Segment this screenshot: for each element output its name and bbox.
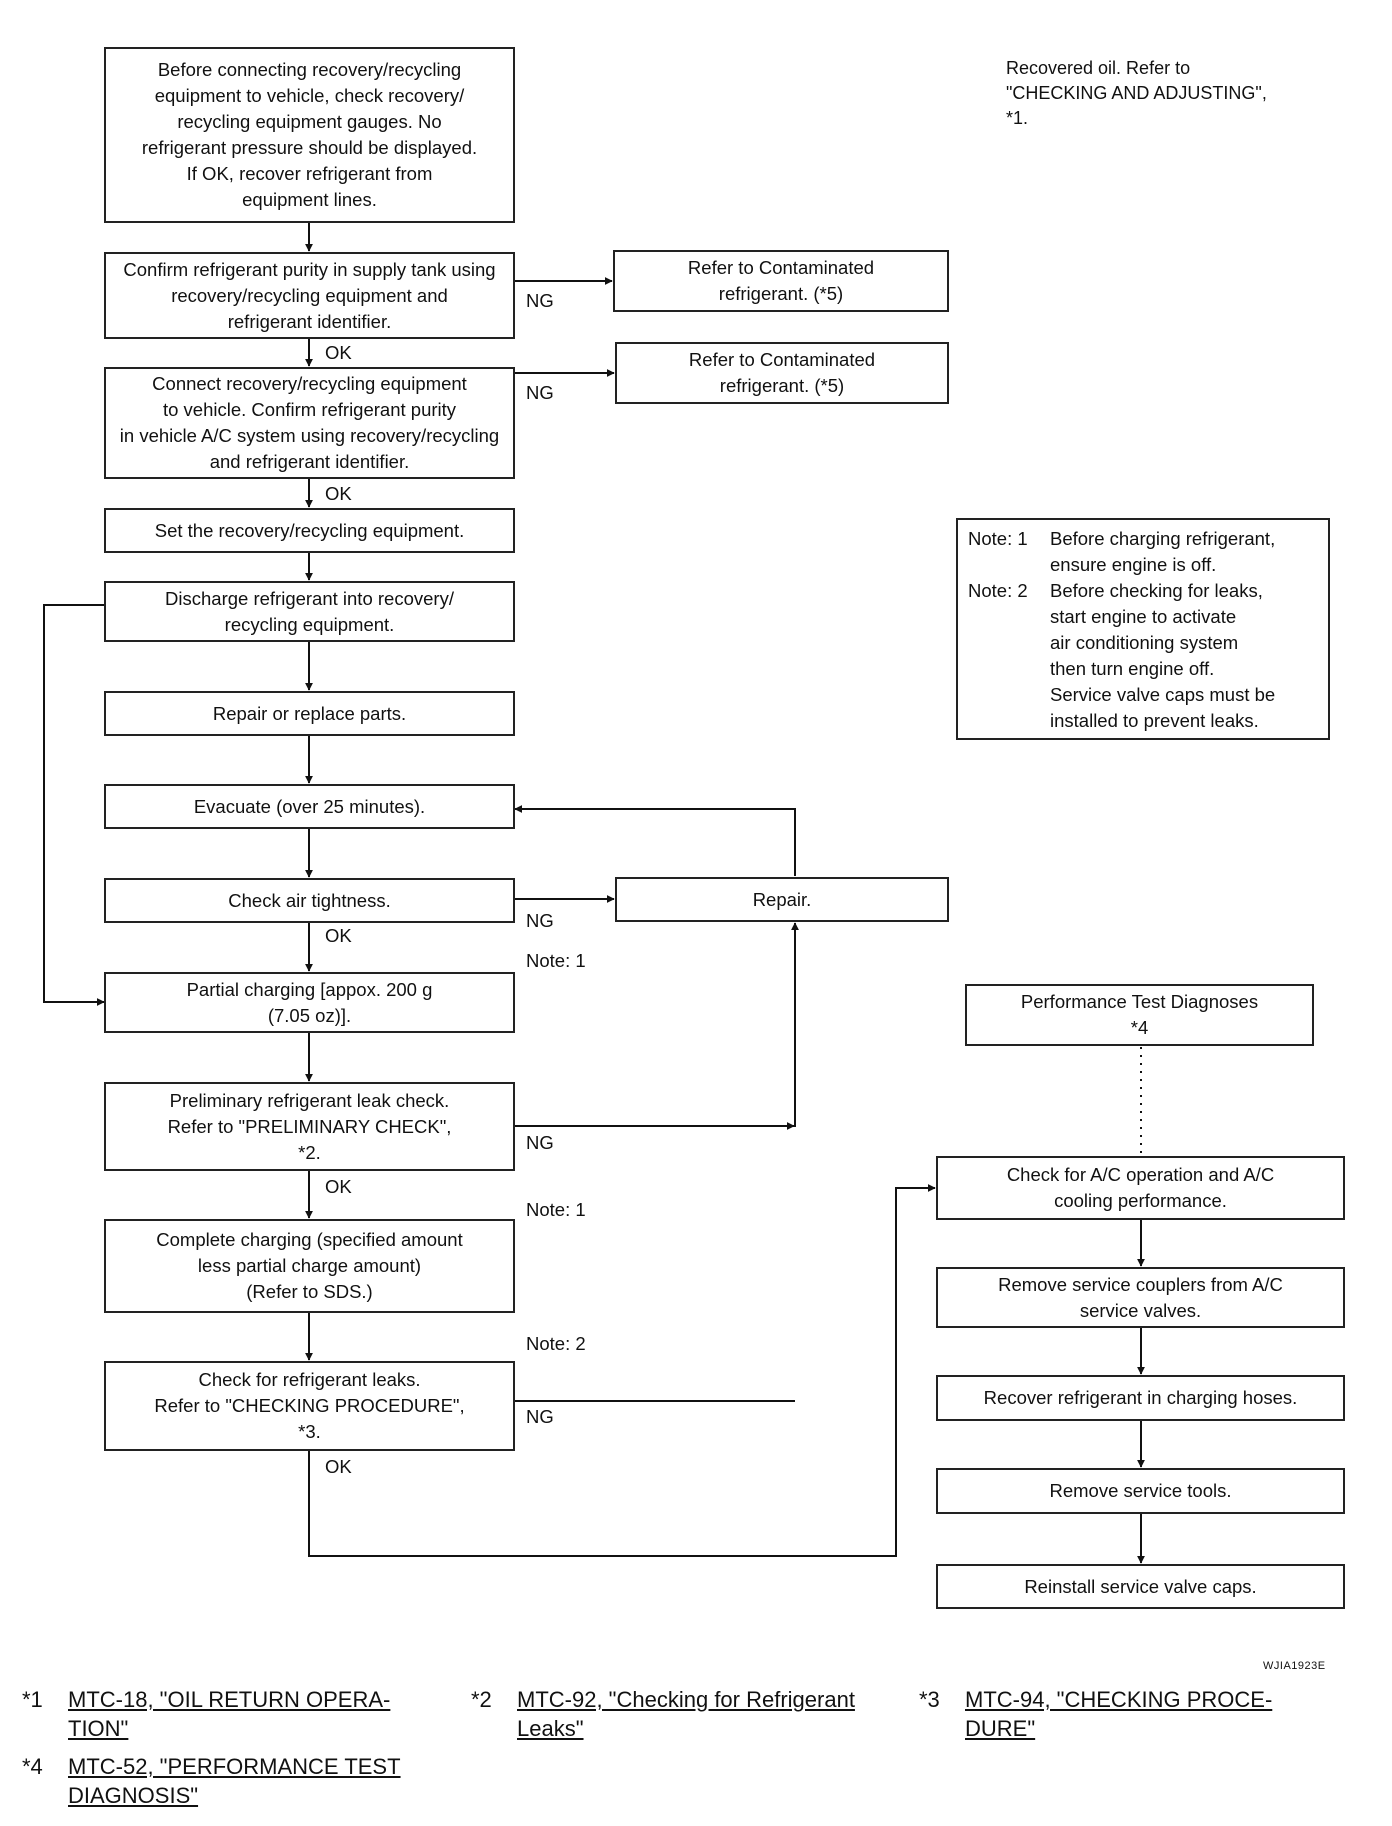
- note2-key: Note: 2: [968, 580, 1028, 601]
- step-set-equipment: Set the recovery/recycling equipment.: [104, 508, 515, 553]
- footnote-3: *3 MTC-94, "CHECKING PROCE-DURE": [919, 1687, 1273, 1741]
- arrow-s12-right-column: [308, 1184, 936, 1557]
- step-recover-hoses: Recover refrigerant in charging hoses.: [936, 1375, 1345, 1421]
- footnote-link-3[interactable]: MTC-94, "CHECKING PROCE-DURE": [965, 1687, 1273, 1741]
- step-evacuate: Evacuate (over 25 minutes).: [104, 784, 515, 829]
- step-confirm-supply-purity: Confirm refrigerant purity in supply tan…: [104, 252, 515, 339]
- contaminated-refrigerant-box-1: Refer to Contaminated refrigerant. (*5): [613, 250, 949, 312]
- footnote-link-1[interactable]: MTC-18, "OIL RETURN OPERA-TION": [68, 1687, 391, 1741]
- step-complete-charging: Complete charging (specified amount less…: [104, 1219, 515, 1313]
- label-note2: Note: 2: [526, 1333, 586, 1354]
- contaminated-refrigerant-box-2: Refer to Contaminated refrigerant. (*5): [615, 342, 949, 404]
- step-reinstall-caps: Reinstall service valve caps.: [936, 1564, 1345, 1609]
- step-check-ac-operation: Check for A/C operation and A/C cooling …: [936, 1156, 1345, 1220]
- step-preliminary-leak-check: Preliminary refrigerant leak check. Refe…: [104, 1082, 515, 1171]
- label-ng-s3: NG: [526, 382, 554, 403]
- repair-box: Repair.: [615, 877, 949, 922]
- label-ok-s10: OK: [325, 1176, 352, 1197]
- label-ng-s8: NG: [526, 910, 554, 931]
- step-check-leaks: Check for refrigerant leaks. Refer to "C…: [104, 1361, 515, 1451]
- note1-key: Note: 1: [968, 528, 1028, 549]
- step-discharge-refrigerant: Discharge refrigerant into recovery/ rec…: [104, 581, 515, 642]
- label-ok-s8: OK: [325, 925, 352, 946]
- label-ok-s3: OK: [325, 483, 352, 504]
- step-remove-tools: Remove service tools.: [936, 1468, 1345, 1514]
- step-air-tightness: Check air tightness.: [104, 878, 515, 923]
- step-confirm-vehicle-purity: Connect recovery/recycling equipment to …: [104, 367, 515, 479]
- label-ng-s10: NG: [526, 1132, 554, 1153]
- label-note1-partial: Note: 1: [526, 950, 586, 971]
- step-repair-parts: Repair or replace parts.: [104, 691, 515, 736]
- footnote-1: *1 MTC-18, "OIL RETURN OPERA-TION": [22, 1687, 391, 1741]
- step-partial-charging: Partial charging [appox. 200 g (7.05 oz)…: [104, 972, 515, 1033]
- label-ng-s12: NG: [526, 1406, 554, 1427]
- label-ok-s12: OK: [325, 1456, 352, 1477]
- recovered-oil-note: Recovered oil. Refer to "CHECKING AND AD…: [1006, 58, 1267, 128]
- arrow-s5-bypass-s9: [43, 604, 105, 1006]
- figure-code: WJIA1923E: [1263, 1660, 1326, 1672]
- step-check-gauges: Before connecting recovery/recycling equ…: [104, 47, 515, 223]
- label-ng-s2: NG: [526, 290, 554, 311]
- performance-test-box: Performance Test Diagnoses *4: [965, 984, 1314, 1046]
- label-note1-complete: Note: 1: [526, 1199, 586, 1220]
- arrow-repair-evacuate: [514, 805, 796, 876]
- label-ok-s2: OK: [325, 342, 352, 363]
- step-remove-couplers: Remove service couplers from A/C service…: [936, 1267, 1345, 1328]
